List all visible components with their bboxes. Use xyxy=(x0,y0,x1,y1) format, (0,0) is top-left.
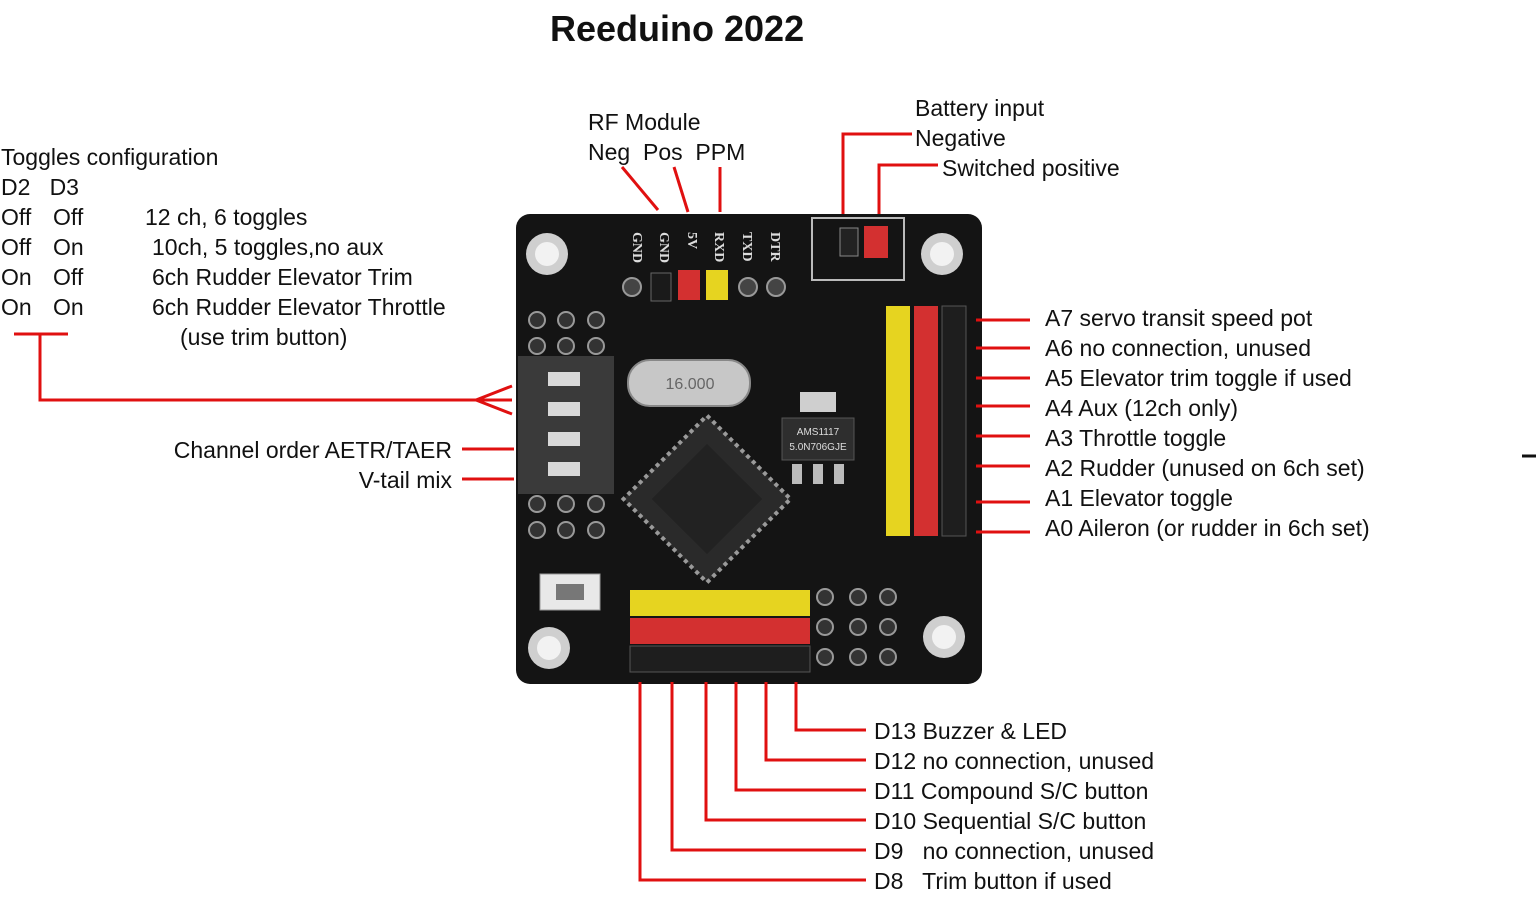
toggle-row-4-desc: 6ch Rudder Elevator Throttle xyxy=(152,294,446,320)
pin-label-a7: A7 servo transit speed pot xyxy=(1045,305,1313,331)
dip-switch xyxy=(518,356,614,494)
top-header-labels: GND GND 5V RXD TXD DTR xyxy=(629,232,782,263)
toggle-row-1-desc: 12 ch, 6 toggles xyxy=(145,204,308,230)
pin-label-d9: D9 no connection, unused xyxy=(874,838,1155,864)
toggles-note: (use trim button) xyxy=(180,324,348,350)
voltage-regulator: AMS1117 5.0N706GJE xyxy=(781,392,855,484)
pin-label-a0: A0 Aileron (or rudder in 6ch set) xyxy=(1045,515,1370,541)
battery-positive-label: Switched positive xyxy=(942,155,1120,181)
header-label-gnd1: GND xyxy=(629,232,644,263)
toggle-row-2-d2: Off xyxy=(1,234,32,260)
rf-header-pins xyxy=(622,270,786,302)
battery-input-label: Battery input xyxy=(915,95,1045,121)
header-label-rxd: RXD xyxy=(711,232,726,262)
left-pin-holes xyxy=(528,311,605,539)
toggle-row-1-d2: Off xyxy=(1,204,32,230)
toggle-row-4-d2: On xyxy=(1,294,32,320)
bottom-right-holes xyxy=(816,588,897,666)
battery-connector xyxy=(811,217,905,281)
pin-label-a3: A3 Throttle toggle xyxy=(1045,425,1227,451)
toggle-row-3-desc: 6ch Rudder Elevator Trim xyxy=(152,264,413,290)
pin-label-d13: D13 Buzzer & LED xyxy=(874,718,1068,744)
pin-label-a6: A6 no connection, unused xyxy=(1045,335,1311,361)
toggle-row-4-d3: On xyxy=(53,294,84,320)
toggle-row-2-desc: 10ch, 5 toggles,no aux xyxy=(152,234,384,260)
pin-label-d10: D10 Sequential S/C button xyxy=(874,808,1147,834)
pin-label-a5: A5 Elevator trim toggle if used xyxy=(1045,365,1352,391)
pin-label-d8: D8 Trim button if used xyxy=(874,868,1112,894)
pin-label-a4: A4 Aux (12ch only) xyxy=(1045,395,1239,421)
rf-module-heading: RF Module xyxy=(588,109,701,135)
svg-text:5.0N706GJE: 5.0N706GJE xyxy=(789,442,847,453)
leader-lines xyxy=(14,132,1030,882)
toggle-row-1-d3: Off xyxy=(53,204,84,230)
channel-order-label: Channel order AETR/TAER xyxy=(173,437,452,463)
vtail-mix-label: V-tail mix xyxy=(358,467,452,493)
analog-header xyxy=(886,305,967,537)
pin-label-d12: D12 no connection, unused xyxy=(874,748,1155,774)
rf-module-pins: Neg Pos PPM xyxy=(588,139,746,165)
toggle-row-3-d2: On xyxy=(1,264,32,290)
mounting-holes xyxy=(526,233,965,669)
mcu-chip xyxy=(620,412,794,586)
header-label-gnd2: GND xyxy=(656,232,671,263)
svg-text:AMS1117: AMS1117 xyxy=(797,427,840,438)
diagram-title: Reeduino 2022 xyxy=(550,8,805,49)
pin-label-a1: A1 Elevator toggle xyxy=(1045,485,1233,511)
toggles-columns: D2 D3 xyxy=(1,174,79,200)
header-label-txd: TXD xyxy=(739,232,754,262)
header-label-5v: 5V xyxy=(684,232,699,249)
toggles-heading: Toggles configuration xyxy=(1,144,219,170)
pin-label-a2: A2 Rudder (unused on 6ch set) xyxy=(1045,455,1365,481)
toggle-row-2-d3: On xyxy=(53,234,84,260)
battery-negative-label: Negative xyxy=(915,125,1006,151)
reset-button xyxy=(539,573,601,611)
digital-header xyxy=(629,590,811,673)
controller-board: GND GND 5V RXD TXD DTR xyxy=(516,214,982,684)
header-label-dtr: DTR xyxy=(767,232,782,262)
toggle-row-3-d3: Off xyxy=(53,264,84,290)
crystal-label: 16.000 xyxy=(666,376,715,393)
pin-label-d11: D11 Compound S/C button xyxy=(874,778,1149,804)
crystal: 16.000 xyxy=(627,359,751,407)
